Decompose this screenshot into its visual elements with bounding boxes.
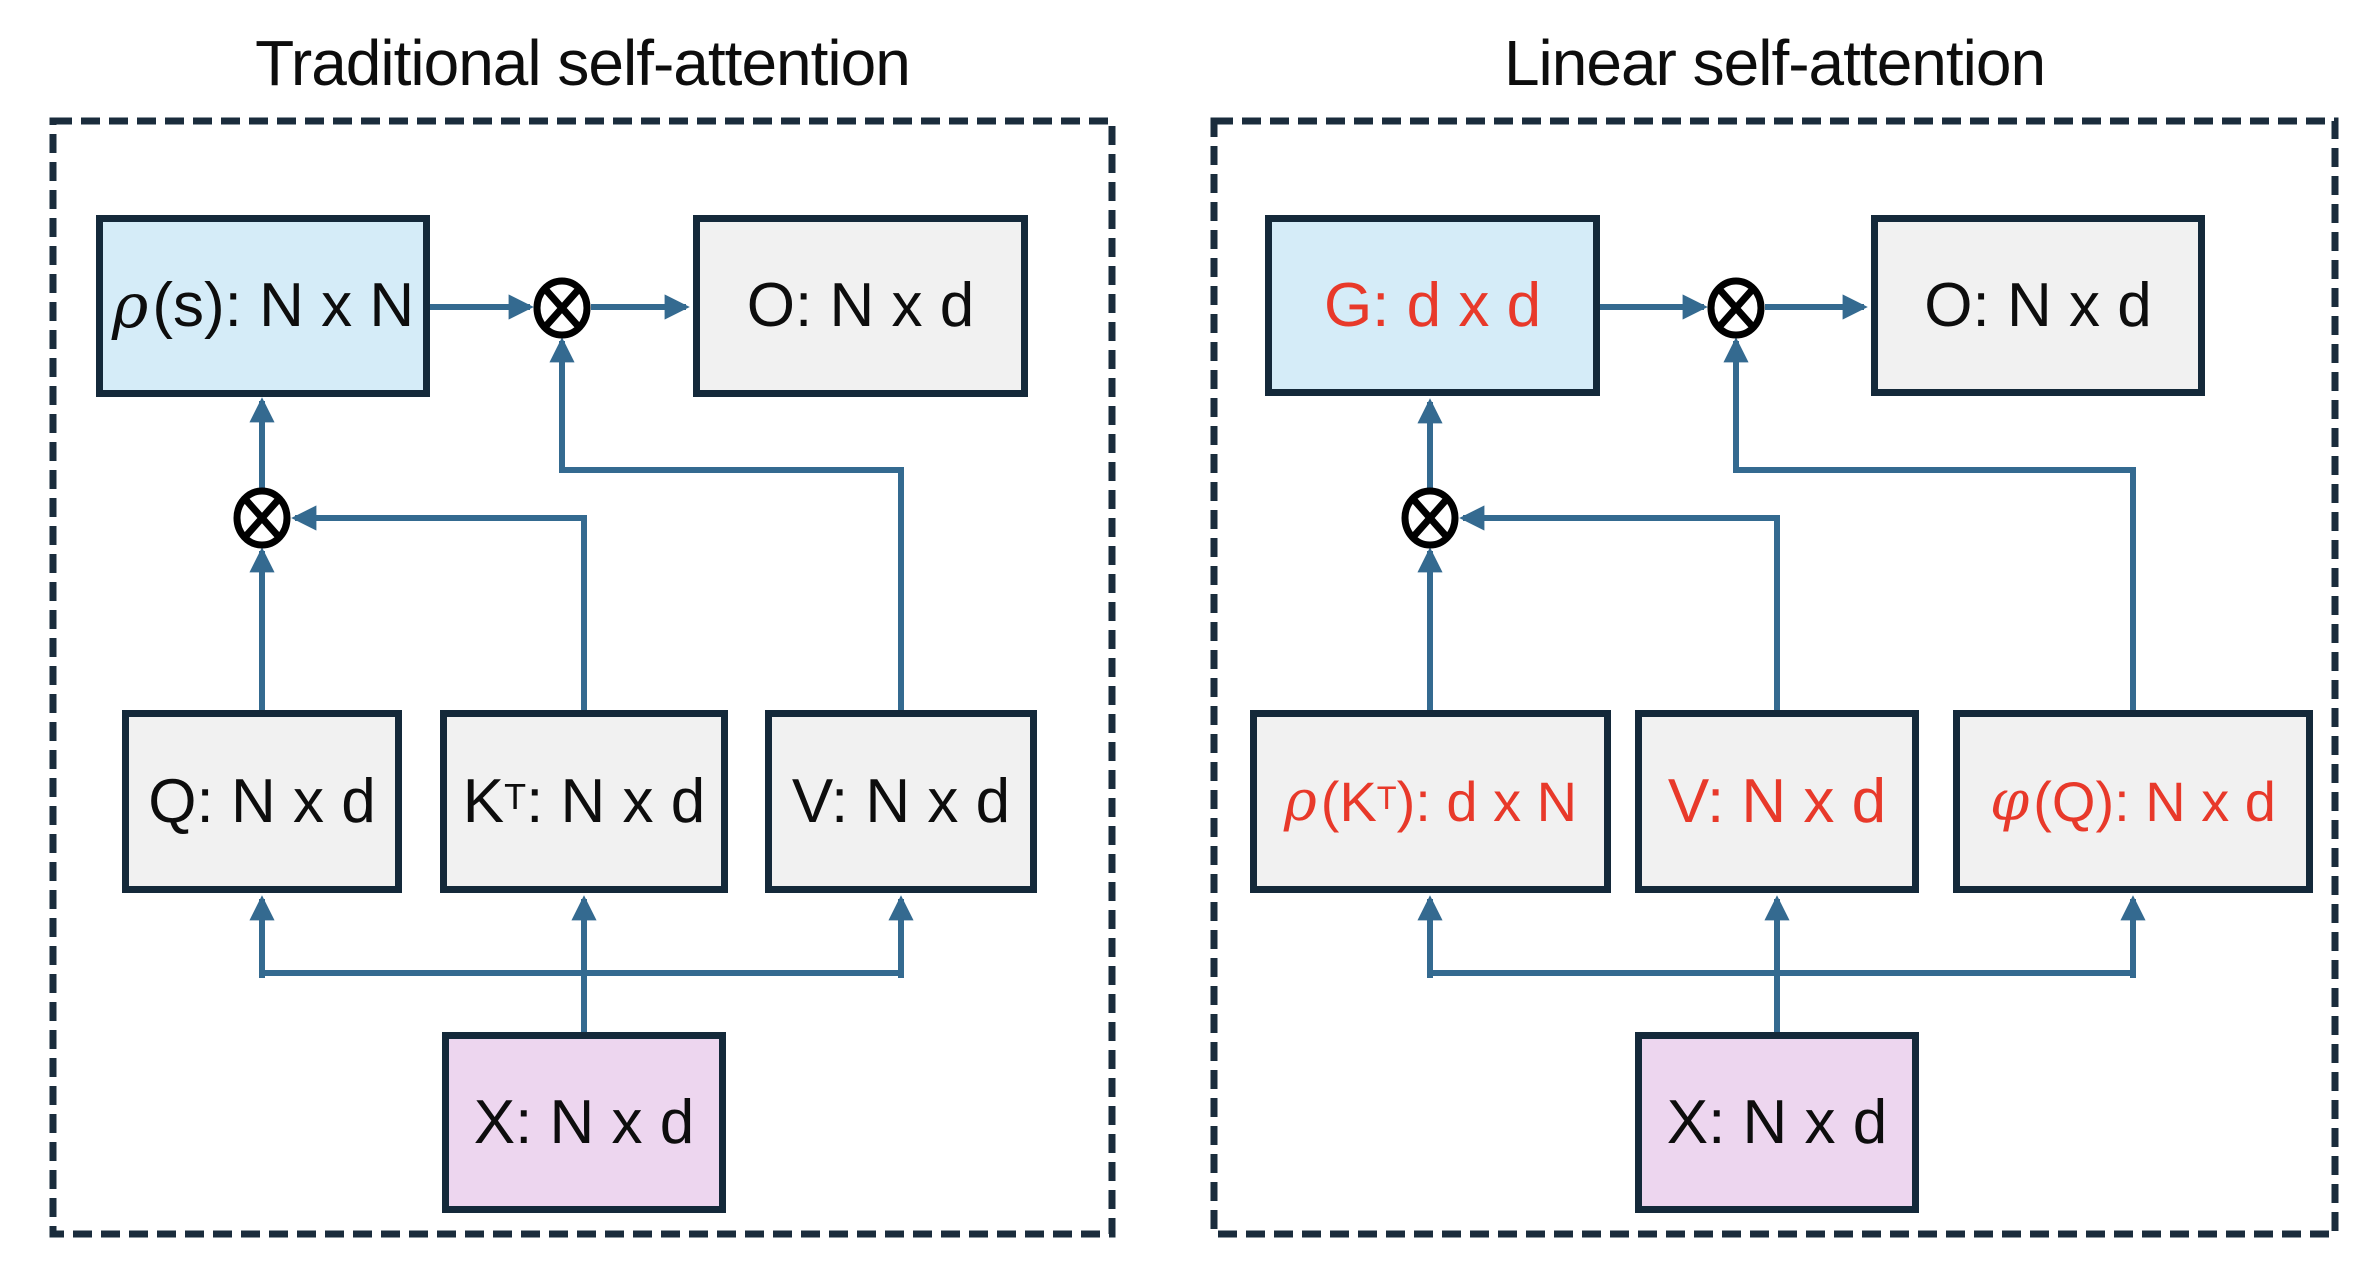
arrow-k-to-otimes2: [291, 505, 587, 712]
right-panel-title: Linear self-attention: [1503, 27, 2046, 99]
otimes-operator-icon: [533, 277, 591, 339]
matrix-label: V: N x d: [791, 766, 1011, 836]
matrix-label: (Q): N x d: [2033, 769, 2276, 833]
otimes-operator-icon: [1707, 277, 1765, 339]
matrix-box-query: Q: N x d: [122, 710, 402, 893]
right-panel-dashed-frame: [1210, 117, 2339, 1238]
arrow-v-to-otimes2-right: [1459, 505, 1780, 712]
matrix-label-greek: ρ: [1283, 768, 1317, 834]
matrix-box-output-right: O: N x d: [1871, 215, 2205, 396]
matrix-label: Q: N x d: [148, 766, 376, 836]
matrix-box-attention-scores: ρ(s): N x N: [96, 215, 430, 397]
matrix-box-value-right: V: N x d: [1635, 710, 1919, 893]
left-panel-dashed-frame: [49, 117, 1116, 1238]
matrix-box-gram: G: d x d: [1265, 215, 1600, 396]
matrix-label: X: N x d: [473, 1087, 695, 1157]
matrix-label: V: N x d: [1667, 766, 1887, 836]
otimes-operator-icon: [1401, 487, 1459, 549]
arrow-v-to-otimes: [549, 337, 904, 712]
matrix-box-output: O: N x d: [693, 215, 1028, 397]
matrix-box-value: V: N x d: [765, 710, 1037, 893]
matrix-label: : N x d: [526, 766, 706, 836]
matrix-label: ): d x N: [1396, 769, 1578, 833]
matrix-box-input-right: X: N x d: [1635, 1032, 1919, 1213]
matrix-label: O: N x d: [746, 271, 975, 340]
matrix-label: O: N x d: [1924, 270, 2152, 340]
matrix-label-greek: φ: [1990, 768, 2030, 834]
otimes-operator-icon: [233, 487, 291, 549]
matrix-label: G: d x d: [1323, 270, 1542, 340]
matrix-label-greek: ρ: [111, 269, 149, 342]
left-panel-title: Traditional self-attention: [255, 27, 911, 99]
matrix-label: (s): N x N: [152, 271, 415, 340]
matrix-label: (K: [1320, 769, 1377, 833]
arrow-phi-q-to-otimes: [1723, 337, 2136, 712]
matrix-box-input: X: N x d: [442, 1032, 726, 1213]
matrix-box-phi-query: φ(Q): N x d: [1953, 710, 2313, 893]
matrix-label: K: [462, 766, 505, 836]
matrix-label: X: N x d: [1666, 1087, 1888, 1157]
